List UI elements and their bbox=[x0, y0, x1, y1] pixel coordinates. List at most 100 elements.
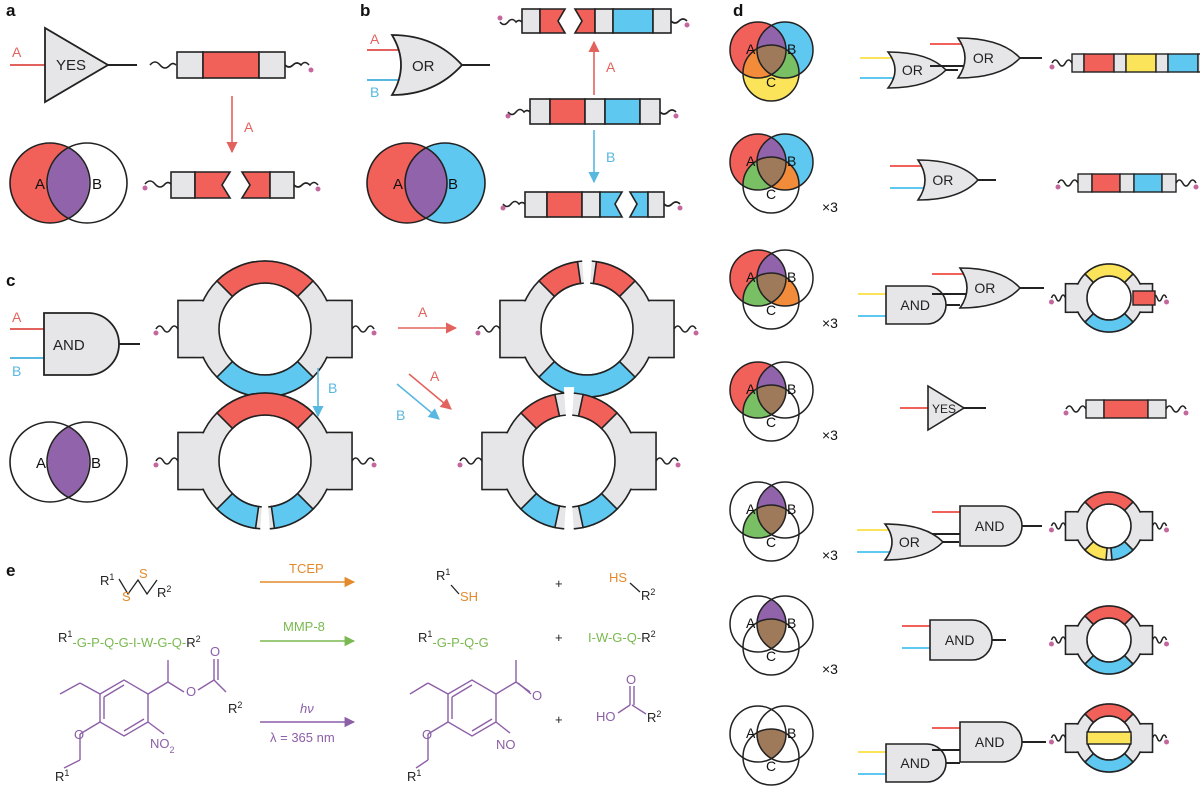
reagent-wavelength: λ = 365 nm bbox=[270, 730, 335, 745]
photo-r2: R2 bbox=[228, 700, 242, 716]
multiplier-label: ×3 bbox=[822, 661, 838, 677]
gate-label: OR bbox=[932, 172, 953, 188]
panel-b-label: b bbox=[360, 1, 370, 20]
venn-label-a: A bbox=[746, 381, 756, 397]
or-input-a: A bbox=[370, 31, 380, 47]
nitroso-o-2: O bbox=[532, 688, 542, 703]
multiplier-label: ×3 bbox=[822, 427, 838, 443]
nitroso-structure bbox=[409, 660, 532, 769]
gate-label: AND bbox=[945, 632, 975, 648]
venn-c-label-b: B bbox=[91, 455, 101, 472]
thiol-r2: R2 bbox=[641, 587, 655, 603]
gate-label: YES bbox=[932, 402, 956, 416]
ring-ab-cleaved bbox=[457, 392, 681, 530]
thiol-sh: SH bbox=[460, 589, 478, 604]
and-input-a: A bbox=[12, 309, 22, 325]
arrow-down-label: B bbox=[606, 149, 615, 165]
venn-label-a: A bbox=[746, 501, 756, 517]
arrow-up-label: A bbox=[606, 59, 616, 75]
gate-label: OR bbox=[974, 280, 995, 296]
venn-3: A B C bbox=[729, 133, 814, 214]
gate-label: AND bbox=[975, 518, 1005, 534]
or-gate: OR bbox=[860, 51, 948, 89]
venn-label-b: B bbox=[787, 501, 796, 517]
gate-label: OR bbox=[973, 50, 994, 66]
venn-b: A B bbox=[366, 142, 486, 224]
and-gate bbox=[43, 312, 120, 376]
ring-intact bbox=[153, 260, 377, 398]
reagent-hv: hν bbox=[300, 701, 314, 716]
panel-a-label: a bbox=[6, 1, 16, 20]
gate-label: AND bbox=[900, 297, 930, 313]
venn-b-label-b: B bbox=[448, 176, 458, 193]
photo-r1: R1 bbox=[55, 768, 69, 784]
linear-substrate bbox=[1063, 399, 1189, 419]
reagent-tcep: TCEP bbox=[289, 561, 324, 576]
plus-1: + bbox=[555, 576, 563, 591]
disulfide-r1: R1 bbox=[100, 572, 114, 588]
venn-label-c: C bbox=[766, 648, 776, 664]
venn-label-c: C bbox=[766, 302, 776, 318]
ring-b-cleaved bbox=[153, 392, 377, 530]
cyclic-substrate bbox=[1048, 263, 1170, 333]
venn-label-a: A bbox=[35, 176, 45, 193]
panel-e: e R1 S S R2 TCEP R1 SH + HS R2 R1-G-P-Q-… bbox=[6, 561, 661, 784]
venn-c: A B bbox=[9, 421, 128, 503]
peptide-product-2: I-W-G-Q-R2 bbox=[588, 629, 656, 645]
and-gate-label: AND bbox=[53, 337, 85, 354]
sulfur-2: S bbox=[139, 566, 148, 581]
or-gate: OR bbox=[890, 159, 980, 201]
photo-nitro: NO2 bbox=[150, 736, 175, 755]
input-label-a: A bbox=[12, 44, 22, 60]
o-atom-2: O bbox=[186, 684, 196, 699]
panel-e-label: e bbox=[6, 561, 15, 580]
nitroso-group: NO bbox=[496, 737, 516, 752]
venn-label-a: A bbox=[746, 725, 756, 741]
panel-c: c A B AND A B A B A B bbox=[6, 255, 699, 535]
multiplier-label: ×3 bbox=[822, 315, 838, 331]
venn-label-c: C bbox=[766, 186, 776, 202]
venn-label-c: C bbox=[766, 758, 776, 774]
and-gate: AND bbox=[902, 619, 993, 661]
venn-label-a: A bbox=[746, 153, 756, 169]
cyclic-substrate bbox=[1048, 703, 1170, 773]
multiplier-label: ×3 bbox=[822, 199, 838, 215]
gate-label: OR bbox=[902, 62, 923, 78]
sulfur-1: S bbox=[122, 589, 131, 604]
venn-label-b: B bbox=[787, 41, 796, 57]
and-gate: AND bbox=[858, 743, 947, 783]
panel-a: a A YES A A B bbox=[6, 1, 321, 224]
gate-label: OR bbox=[899, 534, 920, 550]
arrow-a-label: A bbox=[244, 119, 254, 135]
thiol-r1: R1 bbox=[436, 567, 450, 583]
yes-gate-label: YES bbox=[56, 57, 86, 74]
yes-gate: YES bbox=[900, 384, 966, 432]
substrate-cleaved bbox=[142, 171, 321, 199]
acid-ho: HO bbox=[596, 709, 616, 724]
reaction-tcep: R1 S S R2 TCEP R1 SH + HS R2 bbox=[100, 561, 655, 604]
acid-o: O bbox=[626, 672, 636, 687]
arrow-diag-label-a: A bbox=[430, 368, 440, 384]
venn-label-b: B bbox=[787, 381, 796, 397]
ring-a-cleaved bbox=[475, 260, 699, 398]
venn-b-label-a: A bbox=[393, 176, 403, 193]
gate-label: AND bbox=[900, 755, 930, 771]
substrate-intact-b bbox=[505, 98, 679, 125]
reagent-mmp8: MMP-8 bbox=[283, 619, 325, 634]
or-gate bbox=[390, 34, 464, 96]
plus-2: + bbox=[555, 630, 563, 645]
substrate-intact bbox=[149, 51, 314, 79]
venn-label-b: B bbox=[92, 176, 102, 193]
arrow-right-label: A bbox=[418, 304, 428, 320]
arrow-down-c-label: B bbox=[328, 380, 337, 396]
venn-label-b: B bbox=[787, 153, 796, 169]
or-input-b: B bbox=[370, 84, 379, 100]
substrate-cleaved-bottom bbox=[500, 191, 683, 218]
o-atom-3: O bbox=[210, 644, 220, 659]
thiol-hs: HS bbox=[609, 570, 627, 585]
arrow-diag-label-b: B bbox=[396, 407, 405, 423]
